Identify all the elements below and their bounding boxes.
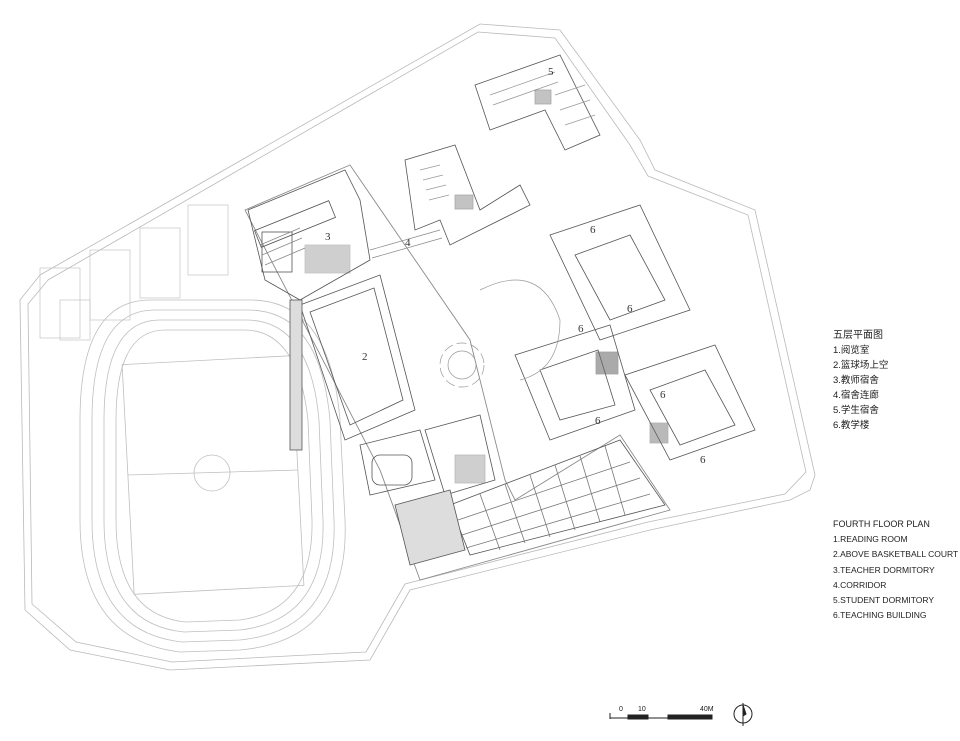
plan-label-5: 5: [548, 66, 554, 78]
plan-label-2: 2: [362, 351, 368, 363]
legend-chinese-item: 4.宿舍连廊: [833, 390, 879, 401]
scale-label-end: 40M: [700, 706, 714, 713]
teaching-buildings: [514, 204, 756, 461]
legend-english-item: 1.READING ROOM: [833, 534, 908, 545]
plan-label-6c: 6: [578, 323, 584, 335]
legend-chinese-item: 5.学生宿舍: [833, 405, 879, 416]
scale-bar: [609, 713, 713, 720]
plan-numbers: 3 2 4 5 6 6 6 6 6 6: [325, 66, 706, 466]
scale-label-start: 0: [619, 706, 623, 713]
plan-label-6f: 6: [700, 454, 706, 466]
plan-label-3: 3: [325, 231, 331, 243]
plan-label-4: 4: [405, 237, 411, 249]
plan-label-6b: 6: [627, 303, 633, 315]
plan-label-6e: 6: [660, 389, 666, 401]
legend-chinese-title: 五层平面图: [833, 330, 883, 341]
north-arrow-icon: [733, 703, 753, 726]
corridor: [369, 229, 443, 259]
basketball-hall: [289, 274, 416, 451]
legend-chinese-item: 1.阅览室: [833, 345, 870, 356]
legend-english-item: 3.TEACHER DORMITORY: [833, 564, 935, 575]
legend-english-item: 6.TEACHING BUILDING: [833, 610, 927, 621]
legend-chinese-item: 2.篮球场上空: [833, 360, 889, 371]
legend-english-item: 5.STUDENT DORMITORY: [833, 595, 935, 606]
legend-english: FOURTH FLOOR PLAN 1.READING ROOM 2.ABOVE…: [833, 517, 958, 623]
legend-english-item: 2.ABOVE BASKETBALL COURT: [833, 549, 959, 560]
legend-english-title: FOURTH FLOOR PLAN: [833, 519, 930, 529]
legend-english-item: 4.CORRIDOR: [833, 579, 887, 590]
scale-label-mid: 10: [638, 706, 646, 713]
legend-chinese-item: 3.教师宿舍: [833, 375, 879, 386]
sport-courts: [39, 204, 229, 341]
plan-label-6d: 6: [595, 415, 601, 427]
running-track: [79, 299, 346, 653]
teacher-dormitory: [247, 169, 371, 301]
lower-grid-wing: [394, 439, 666, 566]
reading-room: [359, 414, 496, 496]
legend-chinese-item: 6.教学楼: [833, 420, 870, 431]
site-boundary: [19, 23, 816, 671]
student-dormitory: [404, 54, 601, 246]
central-plaza: [439, 279, 561, 388]
legend-chinese: 五层平面图 1.阅览室 2.篮球场上空 3.教师宿舍 4.宿舍连廊 5.学生宿舍…: [833, 328, 888, 433]
plan-label-6a: 6: [590, 224, 596, 236]
